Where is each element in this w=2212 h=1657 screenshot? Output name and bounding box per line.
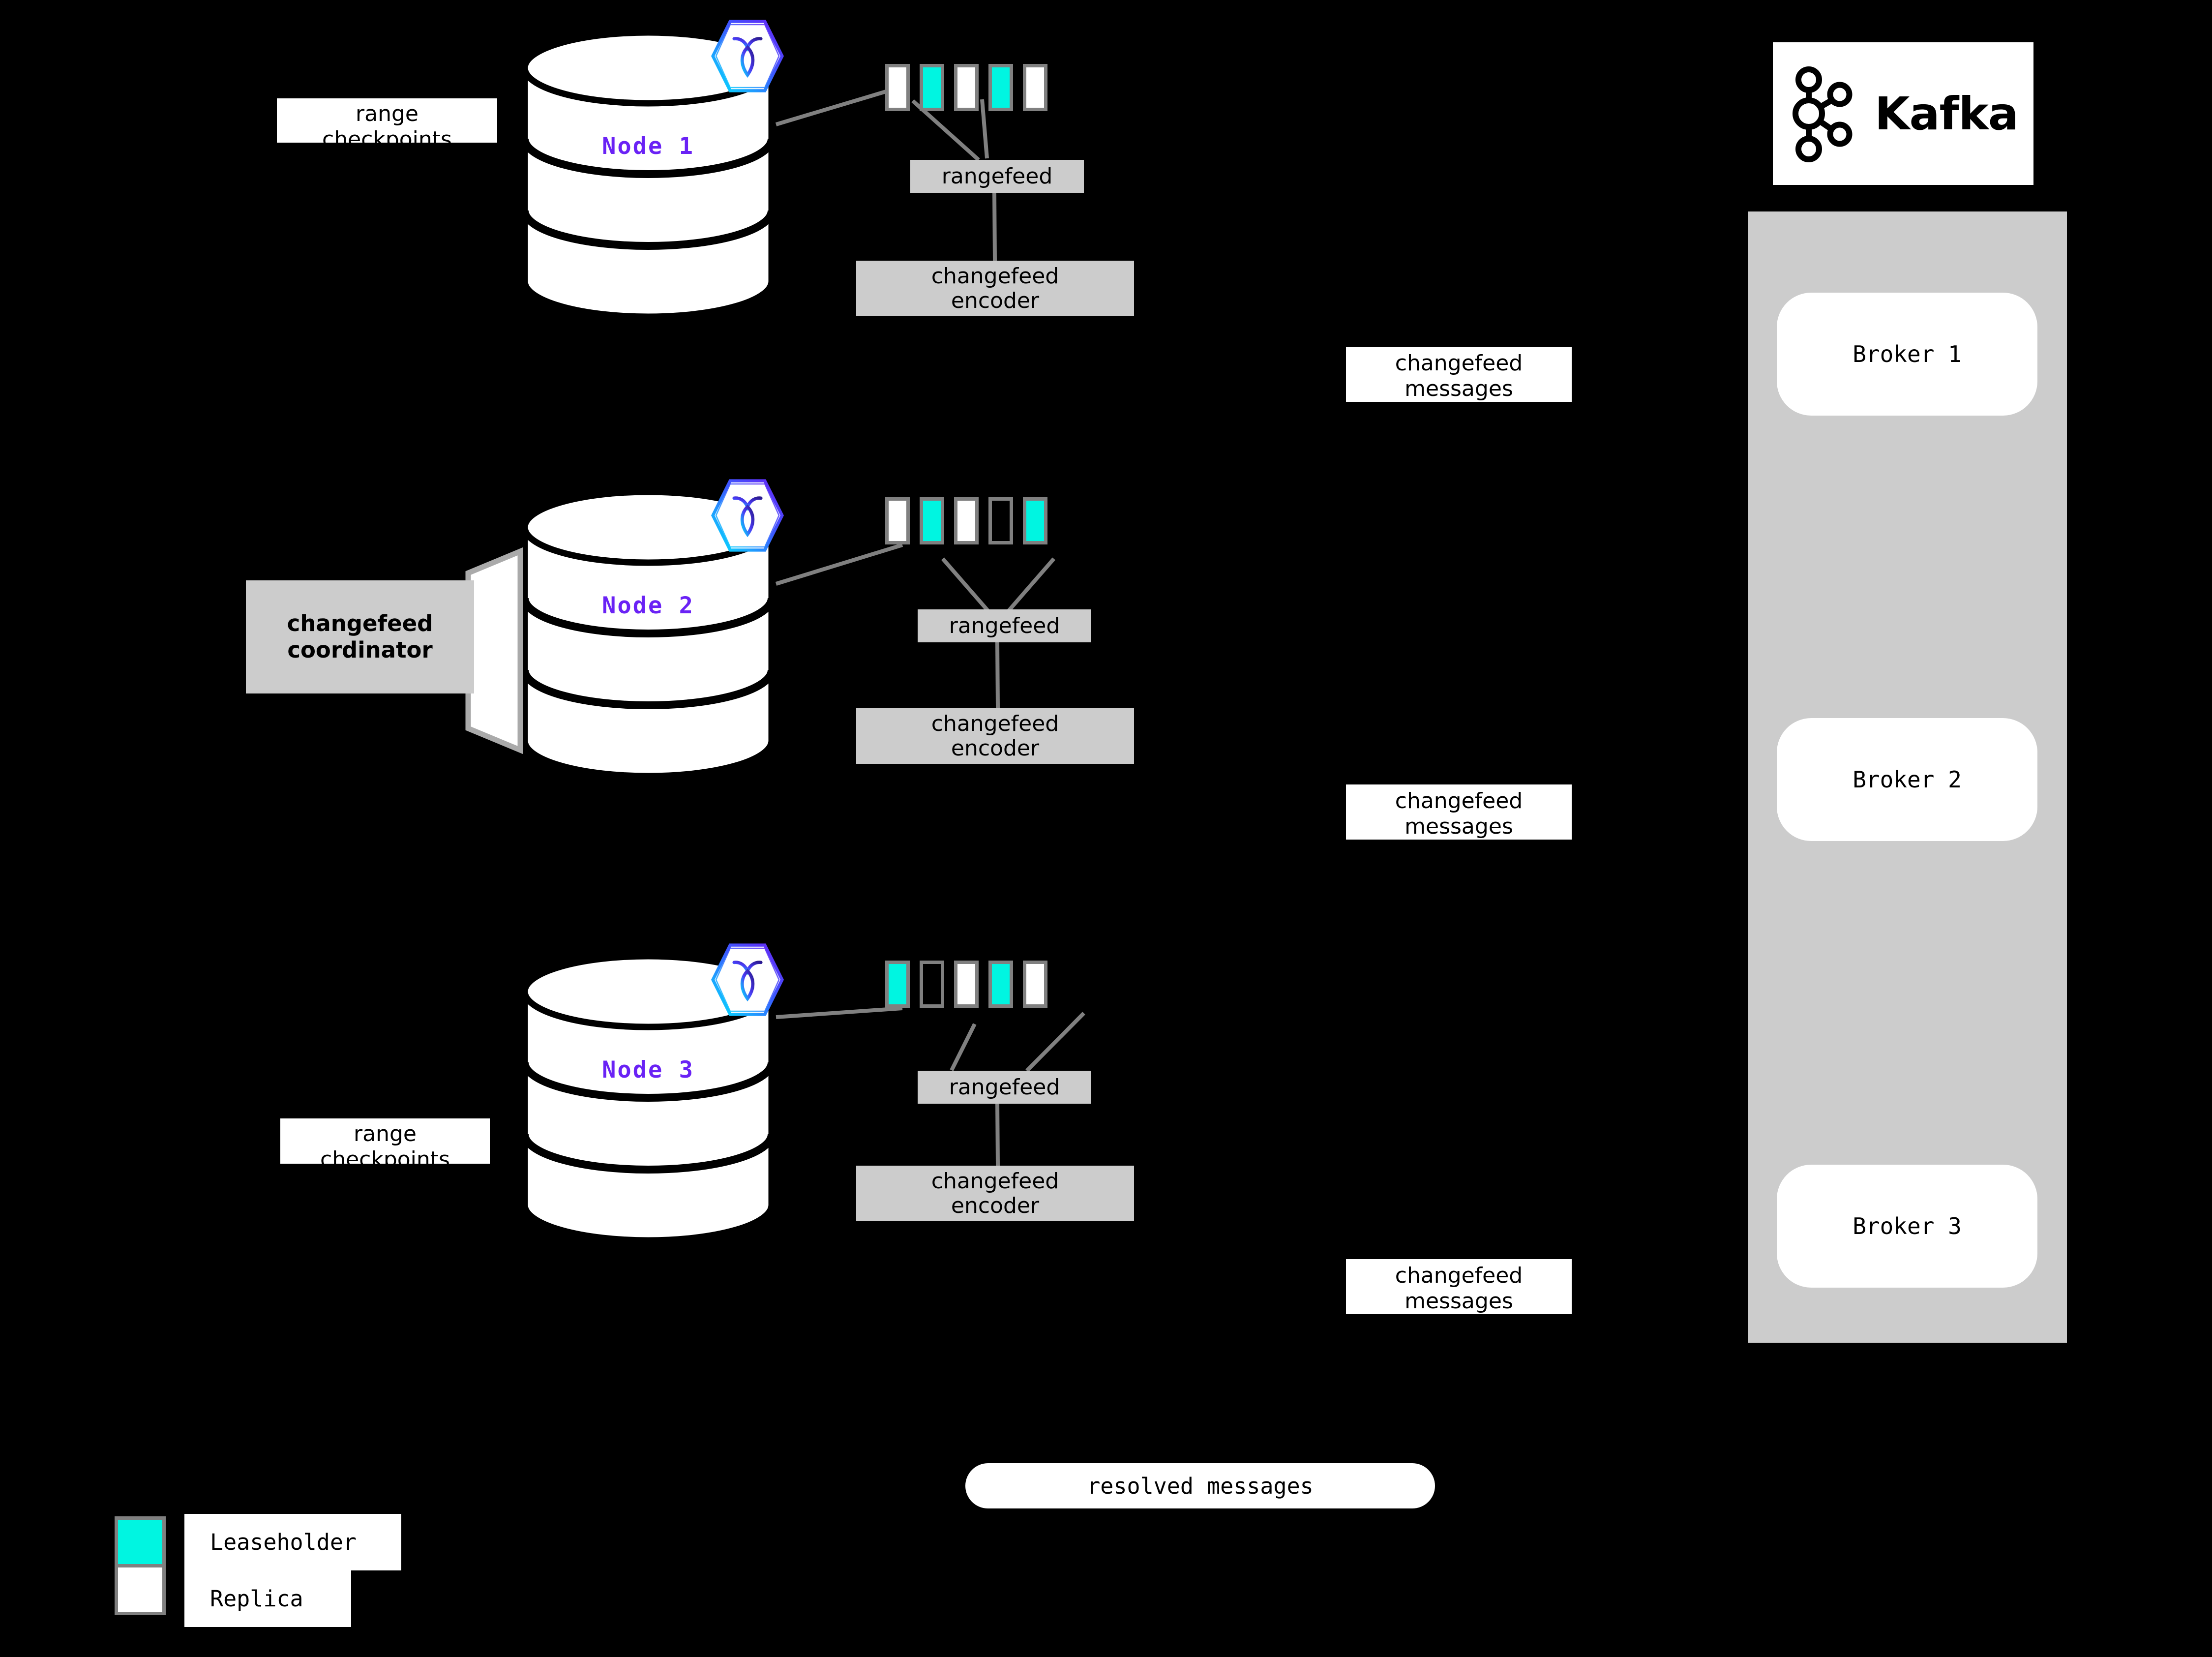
legend-swatch-replica <box>115 1564 166 1615</box>
range-leaseholder <box>1023 497 1047 544</box>
node-1-ranges <box>885 64 1047 111</box>
legend-label-replica: Replica <box>184 1570 351 1627</box>
range-replica <box>885 497 910 544</box>
range-empty <box>920 961 944 1008</box>
node-2-ranges <box>885 497 1047 544</box>
range-replica <box>954 497 979 544</box>
cockroachdb-hexagon-icon <box>708 17 787 95</box>
cockroachdb-hexagon-icon <box>708 476 787 555</box>
node-1-rangefeed-box: rangefeed <box>910 160 1084 193</box>
legend-label-leaseholder: Leaseholder <box>184 1514 401 1570</box>
range-replica <box>954 961 979 1008</box>
node-1-label: Node 1 <box>602 133 694 160</box>
node-3-changefeed-encoder-box: changefeed encoder <box>856 1166 1134 1221</box>
range-replica <box>1023 64 1047 111</box>
range-leaseholder <box>920 64 944 111</box>
kafka-logo-icon <box>1793 66 1853 162</box>
node-3-ranges <box>885 961 1047 1008</box>
changefeed-coordinator-box: changefeed coordinator <box>246 580 474 693</box>
range-leaseholder <box>920 497 944 544</box>
changefeed-messages-label-1: changefeed messages <box>1346 347 1572 402</box>
node-3-cylinder <box>520 953 777 1243</box>
range-replica <box>954 64 979 111</box>
range-replica <box>1023 961 1047 1008</box>
broker-3[interactable]: Broker 3 <box>1777 1165 2037 1288</box>
changefeed-messages-label-2: changefeed messages <box>1346 784 1572 840</box>
range-empty <box>988 497 1013 544</box>
node-1-cylinder <box>520 30 777 320</box>
node-1-range-checkpoints-label: range checkpoints <box>277 98 497 143</box>
node-2-label: Node 2 <box>602 592 694 619</box>
kafka-wordmark: Kafka <box>1875 87 2019 140</box>
node-1-changefeed-encoder-box: changefeed encoder <box>856 261 1134 316</box>
node-2-rangefeed-box: rangefeed <box>918 609 1091 642</box>
node-3-range-checkpoints-label: range checkpoints <box>280 1118 490 1164</box>
changefeed-messages-label-3: changefeed messages <box>1346 1259 1572 1314</box>
node-3-label: Node 3 <box>602 1056 694 1084</box>
broker-2[interactable]: Broker 2 <box>1777 718 2037 841</box>
resolved-messages-pill: resolved messages <box>965 1463 1435 1508</box>
range-leaseholder <box>988 64 1013 111</box>
node-2-changefeed-encoder-box: changefeed encoder <box>856 708 1134 764</box>
broker-1[interactable]: Broker 1 <box>1777 293 2037 416</box>
node-2-cylinder <box>520 489 777 779</box>
legend-swatch-leaseholder <box>115 1516 166 1567</box>
kafka-logo-box: Kafka <box>1773 42 2033 185</box>
range-leaseholder <box>885 961 910 1008</box>
range-replica <box>885 64 910 111</box>
node-3-rangefeed-box: rangefeed <box>918 1071 1091 1104</box>
cockroachdb-hexagon-icon <box>708 940 787 1019</box>
changefeed-coordinator-pointer <box>465 547 523 754</box>
range-leaseholder <box>988 961 1013 1008</box>
